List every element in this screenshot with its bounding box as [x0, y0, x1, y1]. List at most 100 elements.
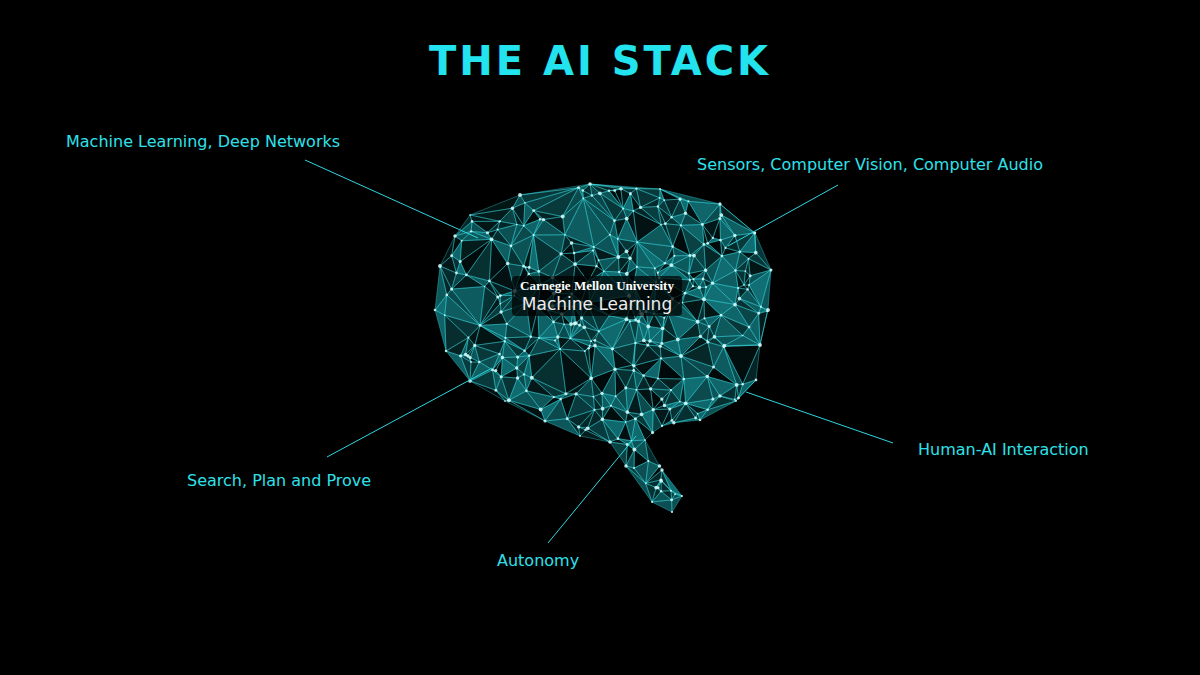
network-dot	[743, 284, 745, 286]
network-dot	[444, 314, 446, 316]
network-facet	[648, 345, 661, 358]
network-dot	[556, 335, 559, 338]
network-dot	[679, 354, 683, 358]
callout-label: Sensors, Computer Vision, Computer Audio	[697, 155, 1043, 174]
network-dot	[615, 395, 617, 397]
network-dot	[669, 263, 673, 267]
network-facet	[618, 422, 631, 441]
network-dot	[561, 215, 565, 219]
network-dot	[660, 224, 662, 226]
network-facet	[520, 188, 579, 203]
network-dot	[718, 202, 721, 205]
network-facet	[724, 345, 760, 384]
network-dot	[518, 193, 522, 197]
network-facet	[460, 239, 491, 261]
network-dot	[651, 501, 653, 503]
network-dot	[580, 317, 583, 320]
network-dot	[769, 268, 772, 271]
network-dot	[530, 376, 534, 380]
network-dot	[569, 337, 571, 339]
network-facet	[580, 430, 610, 442]
network-dot	[524, 202, 526, 204]
network-dot	[494, 369, 497, 372]
network-dot	[698, 286, 702, 290]
network-dot	[681, 495, 683, 497]
network-dot	[632, 364, 635, 367]
network-dot	[461, 240, 463, 242]
network-dot	[516, 355, 519, 358]
network-dot	[688, 272, 690, 274]
network-dot	[755, 379, 758, 382]
network-facet	[713, 219, 721, 241]
network-dot	[528, 266, 531, 269]
network-dot	[748, 326, 751, 329]
network-dot	[647, 460, 649, 462]
network-dot	[619, 187, 623, 191]
network-dot	[537, 270, 540, 273]
callout-label: Machine Learning, Deep Networks	[66, 132, 340, 151]
network-dot	[504, 400, 506, 402]
network-dot	[613, 368, 616, 371]
network-dot	[670, 216, 672, 218]
network-dot	[588, 182, 591, 185]
leader-line	[728, 185, 838, 246]
network-dot	[613, 219, 616, 222]
network-dot	[528, 354, 530, 356]
network-dot	[760, 306, 762, 308]
network-dot	[657, 377, 659, 379]
network-dot	[584, 350, 586, 352]
network-facet	[630, 321, 639, 343]
network-dot	[758, 343, 762, 347]
network-facet	[653, 399, 664, 410]
network-dot	[687, 200, 689, 202]
network-dot	[533, 234, 535, 236]
network-facet	[440, 256, 456, 273]
network-dot	[559, 398, 562, 401]
network-dot	[659, 479, 663, 483]
network-dot	[445, 350, 447, 352]
network-dot	[542, 218, 545, 221]
network-dot	[661, 425, 663, 427]
network-dot	[699, 419, 702, 422]
network-dot	[680, 224, 682, 226]
network-dot	[718, 394, 722, 398]
network-dot	[652, 408, 655, 411]
network-dot	[582, 189, 585, 192]
network-facet	[593, 393, 602, 408]
network-dot	[659, 344, 662, 347]
network-dot	[633, 467, 635, 469]
network-dot	[601, 418, 605, 422]
network-dot	[559, 348, 561, 350]
network-dot	[673, 255, 675, 257]
network-dot	[692, 285, 694, 287]
network-dot	[589, 376, 593, 380]
network-dot	[645, 483, 647, 485]
network-facet	[470, 195, 520, 215]
network-facet	[636, 189, 660, 198]
network-dot	[553, 396, 555, 398]
network-dot	[459, 260, 462, 263]
network-dot	[613, 189, 616, 192]
network-dot	[664, 222, 667, 225]
callout-label: Human-AI Interaction	[918, 440, 1089, 459]
network-dot	[516, 224, 518, 226]
network-facet	[749, 259, 772, 276]
network-dot	[738, 297, 742, 301]
network-facet	[631, 419, 645, 441]
network-dot	[670, 498, 673, 501]
network-dot	[657, 205, 659, 207]
network-dot	[499, 310, 502, 313]
network-dot	[469, 356, 472, 359]
network-dot	[529, 335, 532, 338]
network-dot	[721, 255, 724, 258]
network-dot	[501, 356, 505, 360]
network-dot	[642, 374, 645, 377]
network-dot	[500, 375, 503, 378]
network-dot	[712, 366, 715, 369]
network-dot	[464, 353, 468, 357]
network-dot	[674, 493, 676, 495]
network-dot	[649, 387, 652, 390]
network-dot	[734, 399, 736, 401]
network-dot	[539, 408, 543, 412]
network-dot	[591, 194, 593, 196]
